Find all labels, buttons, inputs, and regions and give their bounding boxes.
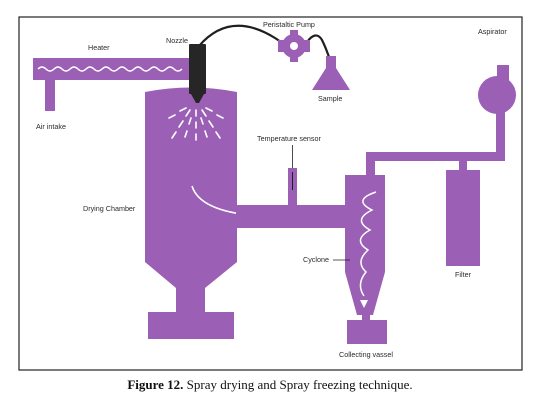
label-heater: Heater	[88, 43, 110, 52]
aspirator-outlet	[497, 65, 509, 85]
label-filter: Filter	[455, 270, 472, 279]
figure-caption: Figure 12. Spray drying and Spray freezi…	[0, 377, 540, 393]
cyclone-outlet	[362, 312, 370, 322]
filter	[446, 170, 480, 266]
label-air-intake: Air intake	[36, 122, 66, 131]
label-cyclone: Cyclone	[303, 255, 329, 264]
figure-number: Figure 12.	[127, 377, 184, 392]
aspirator	[478, 76, 516, 114]
label-temperature-sensor: Temperature sensor	[257, 134, 322, 143]
drying-chamber	[145, 87, 237, 339]
spray-pattern	[168, 107, 224, 141]
cyclone-swirl-tail	[360, 300, 368, 308]
cyclone	[345, 175, 385, 315]
heater-coil	[37, 66, 183, 72]
cyclone-swirl	[359, 191, 377, 297]
diagram-frame	[18, 16, 523, 371]
figure-caption-text: Spray drying and Spray freezing techniqu…	[183, 377, 413, 392]
label-sample: Sample	[318, 94, 342, 103]
label-nozzle: Nozzle	[166, 36, 188, 45]
connecting-duct	[236, 205, 348, 228]
sample-flask	[312, 56, 350, 90]
exhaust-pipe	[366, 152, 505, 161]
label-aspirator: Aspirator	[478, 27, 507, 36]
exhaust-pipe-vertical	[366, 152, 375, 176]
heater	[33, 58, 193, 111]
label-collecting-vessel: Collecting vassel	[339, 350, 393, 359]
feed-tube	[198, 24, 332, 61]
label-peristaltic-pump: Peristaltic Pump	[263, 20, 315, 29]
nozzle	[189, 44, 206, 94]
aspirator-pipe	[496, 110, 505, 160]
filter-connector	[459, 160, 467, 172]
nozzle-tip	[191, 94, 204, 103]
collecting-vessel	[347, 320, 387, 344]
pump-rotor	[290, 42, 298, 50]
label-drying-chamber: Drying Chamber	[83, 204, 136, 213]
